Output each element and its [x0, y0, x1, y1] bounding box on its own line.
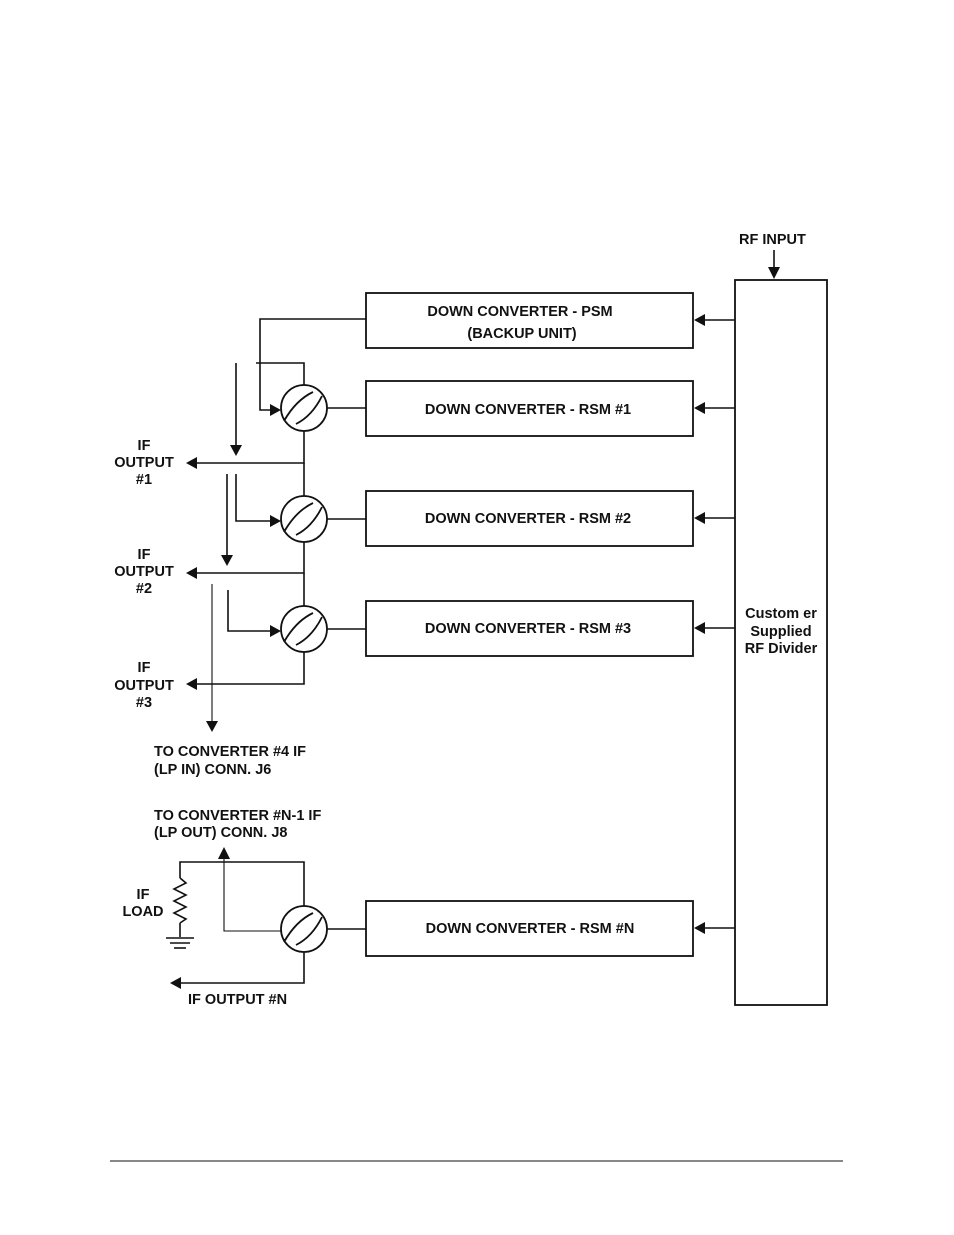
to-converter-n-1-line-1: TO CONVERTER #N-1 IF: [154, 808, 321, 824]
if-output-3-line-2: OUTPUT: [114, 678, 174, 694]
converter-rsm2-box: [365, 490, 694, 547]
converter-rsm1-label: DOWN CONVERTER - RSM #1: [425, 402, 631, 418]
converter-rsm1-box: [365, 380, 694, 437]
divider-label-line-2: Supplied: [750, 624, 811, 640]
if-load-line-2: LOAD: [122, 904, 163, 920]
switch-2-icon: [280, 495, 328, 543]
rf-divider-box: [734, 279, 828, 1006]
if-output-1-line-1: IF: [138, 438, 151, 454]
converter-rsmn-label: DOWN CONVERTER - RSM #N: [426, 921, 635, 937]
if-output-1-line-2: OUTPUT: [114, 455, 174, 471]
rf-input-arrow-icon: [768, 267, 780, 279]
to-converter-n-1-line-2: (LP OUT) CONN. J8: [154, 825, 287, 841]
divider-feed-arrows: [694, 314, 735, 934]
converter-rsm2-label: DOWN CONVERTER - RSM #2: [425, 511, 631, 527]
divider-label-line-1: Custom er: [745, 606, 817, 622]
converter-psm-box: [365, 292, 694, 349]
to-converter-4-line-1: TO CONVERTER #4 IF: [154, 744, 306, 760]
if-output-2-line-3: #2: [136, 581, 152, 597]
if-load-line-1: IF: [137, 887, 150, 903]
rf-input-label: RF INPUT: [739, 232, 806, 248]
switch-1-icon: [280, 384, 328, 432]
converter-rsmn-box: [365, 900, 694, 957]
converter-psm-label-line-2: (BACKUP UNIT): [467, 326, 576, 342]
if-output-3-line-3: #3: [136, 695, 152, 711]
divider-label-line-3: RF Divider: [745, 641, 818, 657]
switch-3-icon: [280, 605, 328, 653]
switch-n-icon: [280, 905, 328, 953]
if-output-3-line-1: IF: [138, 660, 151, 676]
to-converter-4-line-2: (LP IN) CONN. J6: [154, 762, 271, 778]
if-output-2-line-2: OUTPUT: [114, 564, 174, 580]
converter-psm-label-line-1: DOWN CONVERTER - PSM: [427, 304, 612, 320]
if-output-n-label: IF OUTPUT #N: [188, 992, 287, 1008]
if-output-1-line-3: #1: [136, 472, 152, 488]
converter-rsm3-label: DOWN CONVERTER - RSM #3: [425, 621, 631, 637]
if-output-2-line-1: IF: [138, 547, 151, 563]
if-load-resistor-icon: [166, 861, 234, 949]
